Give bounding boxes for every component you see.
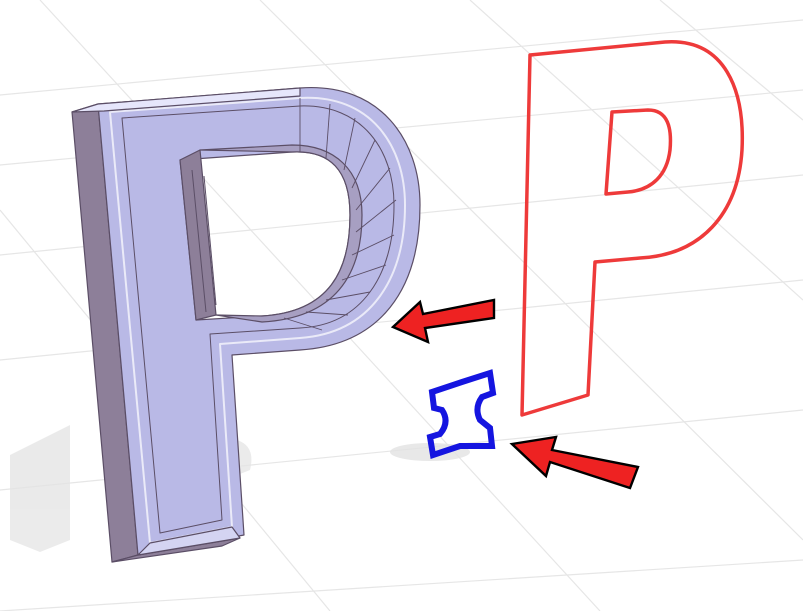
arrow-left-icon xyxy=(393,300,494,342)
bevel-profile-shape xyxy=(430,373,493,455)
letter-p-outline xyxy=(522,42,742,415)
arrow-left-icon xyxy=(512,437,638,488)
beveled-letter-p xyxy=(72,88,420,562)
